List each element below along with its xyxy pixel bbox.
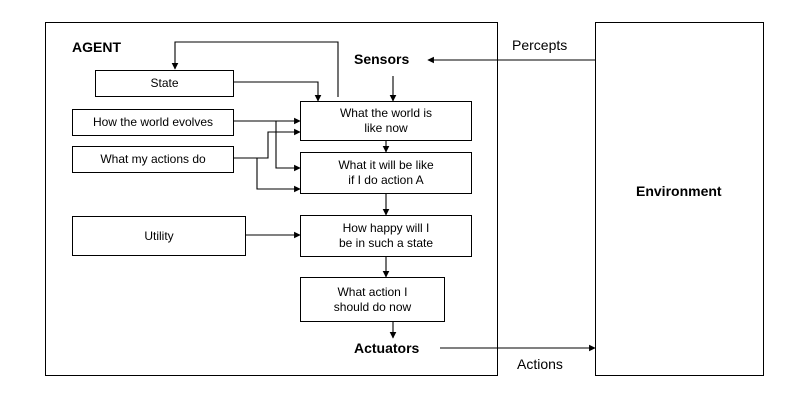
how-happy-node: How happy will I be in such a state [300,215,472,257]
will-be-node: What it will be like if I do action A [300,152,472,194]
sensors-to-state-line [171,41,339,97]
what-action-node: What action I should do now [300,277,445,322]
environment-box [595,22,764,376]
agent-title: AGENT [72,39,121,55]
actuators-label: Actuators [354,340,420,356]
world-evolves-node: How the world evolves [72,109,234,136]
state-to-worldnow-line [234,81,322,102]
environment-label: Environment [636,183,722,199]
evolves-to-willbe-line [275,121,301,172]
actions-do-node: What my actions do [72,146,234,173]
world-now-node: What the world is like now [300,101,472,141]
actionsdo-to-worldnow-line [234,128,301,159]
percepts-label: Percepts [512,37,568,53]
actions-label: Actions [517,356,563,372]
sensors-label: Sensors [354,51,410,67]
actionsdo-to-willbe-line [256,158,301,193]
utility-node: Utility [72,216,246,256]
state-node: State [95,70,234,97]
